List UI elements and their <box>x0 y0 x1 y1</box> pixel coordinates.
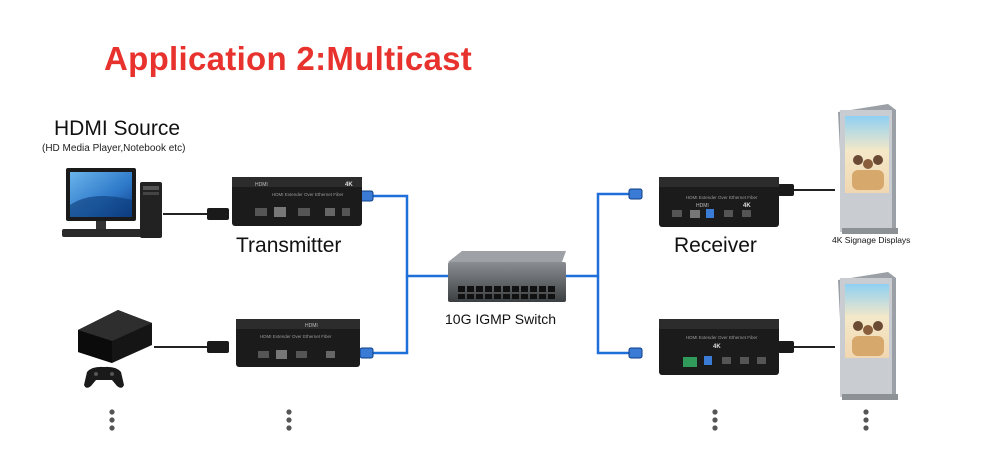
desktop-computer-icon <box>62 168 162 238</box>
hdmi-cables <box>154 189 835 348</box>
hdmi-source-subtitle: (HD Media Player,Notebook etc) <box>42 143 186 154</box>
network-cables <box>372 192 630 355</box>
tx1-badge-text: 4K <box>345 182 353 188</box>
rx1-brand-text: HDMI <box>696 203 709 209</box>
tx1-model-text: HDMI Extender Over Ethernet Fiber <box>272 192 344 197</box>
cable-tx1-switch <box>372 194 448 278</box>
page-title: Application 2:Multicast <box>104 40 473 77</box>
receiver-2 <box>659 319 779 375</box>
receiver-label: Receiver <box>674 234 757 257</box>
switch-ports <box>458 286 555 299</box>
signage-display-icon <box>838 104 898 234</box>
transmitter-label: Transmitter <box>236 234 342 257</box>
switch-label: 10G IGMP Switch <box>445 311 557 327</box>
cable-tx2-switch <box>372 276 409 355</box>
ellipsis-vertical-icon <box>286 409 292 431</box>
transmitter-1 <box>232 177 362 226</box>
receiver-1 <box>659 177 779 227</box>
hdmi-source-title: HDMI Source <box>54 117 181 140</box>
signage-label: 4K Signage Displays <box>832 235 911 245</box>
rx2-badge-text: 4K <box>713 344 721 350</box>
rx1-badge-text: 4K <box>743 203 751 209</box>
signage-display-icon <box>838 272 898 400</box>
tx1-brand-text: HDMI <box>255 182 268 188</box>
hdmi-plugs <box>207 184 794 353</box>
rx1-model-text: HDMI Extender Over Ethernet Fiber <box>686 195 758 200</box>
gamepad-icon <box>84 366 124 388</box>
ellipsis-vertical-icon <box>863 409 869 431</box>
tx2-model-text: HDMI Extender Over Ethernet Fiber <box>260 334 332 339</box>
network-switch <box>448 251 566 302</box>
transmitter-2 <box>236 319 360 367</box>
cable-switch-rx1 <box>562 192 630 278</box>
ellipsis-vertical-icon <box>109 409 115 431</box>
game-console-icon <box>78 310 152 363</box>
rx2-model-text: HDMI Extender Over Ethernet Fiber <box>686 335 758 340</box>
ellipsis-vertical-icon <box>712 409 718 431</box>
tx2-brand-text: HDMI <box>305 323 318 329</box>
cable-switch-rx2 <box>596 276 630 355</box>
cable-connectors <box>359 188 643 359</box>
